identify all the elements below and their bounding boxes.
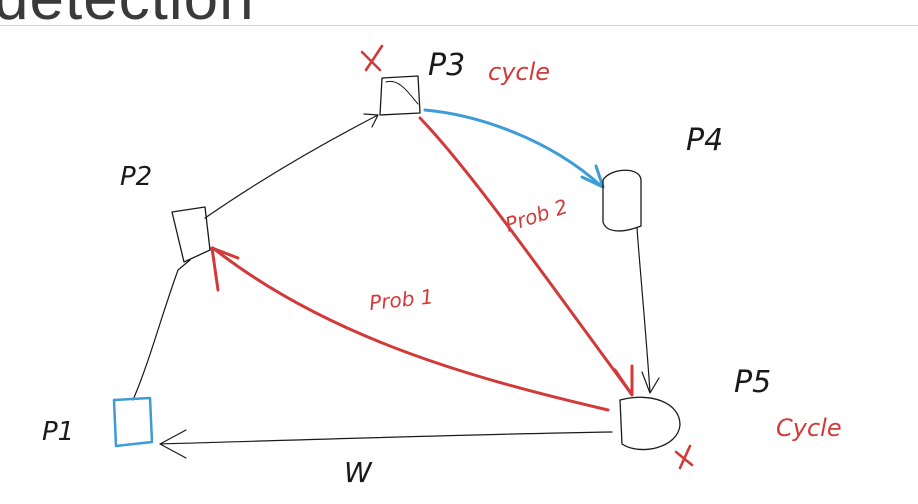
node-p5-note: Cycle xyxy=(776,414,842,442)
p3-x-mark xyxy=(360,44,384,72)
node-p2-shape xyxy=(171,206,211,263)
node-p5-label: P5 xyxy=(734,365,771,400)
node-p5-shape xyxy=(619,396,681,451)
edge-p4-p5 xyxy=(636,227,651,393)
edge-p5-p1-arrowhead xyxy=(159,429,187,459)
node-p4-label: P4 xyxy=(686,123,723,158)
node-p3-note: cycle xyxy=(488,58,550,86)
node-p2-label: P2 xyxy=(120,162,152,192)
edge-p3-p4 xyxy=(423,108,602,187)
slide-title: detection xyxy=(0,0,255,34)
edge-p3-p4-arrowhead xyxy=(580,164,605,189)
edge-p2-p3 xyxy=(204,114,379,219)
title-divider xyxy=(0,25,918,26)
edge-p5-p2 xyxy=(211,246,610,412)
node-p1-shape xyxy=(112,396,154,448)
edge-p3-p5 xyxy=(418,116,632,394)
node-p3-shape xyxy=(379,75,421,116)
node-p4-shape xyxy=(602,169,642,232)
node-p1-label: P1 xyxy=(42,417,74,447)
edge-p3-p5-arrowhead xyxy=(613,364,634,397)
edge-p5-p2-arrowhead xyxy=(210,246,240,292)
edge-p5-p2-label: Prob 1 xyxy=(368,284,434,315)
node-p3-scribble xyxy=(385,80,419,105)
edge-p4-p5-arrowhead xyxy=(641,371,660,394)
node-p3-label: P3 xyxy=(428,48,465,83)
edge-p5-p1 xyxy=(159,431,613,445)
edge-p2-p3-arrowhead xyxy=(363,113,379,128)
p5-x-mark xyxy=(674,444,694,470)
edge-p5-p1-label: W xyxy=(344,456,373,489)
edge-p3-p5-label: Prob 2 xyxy=(502,194,571,237)
edge-p1-p2 xyxy=(132,259,191,401)
